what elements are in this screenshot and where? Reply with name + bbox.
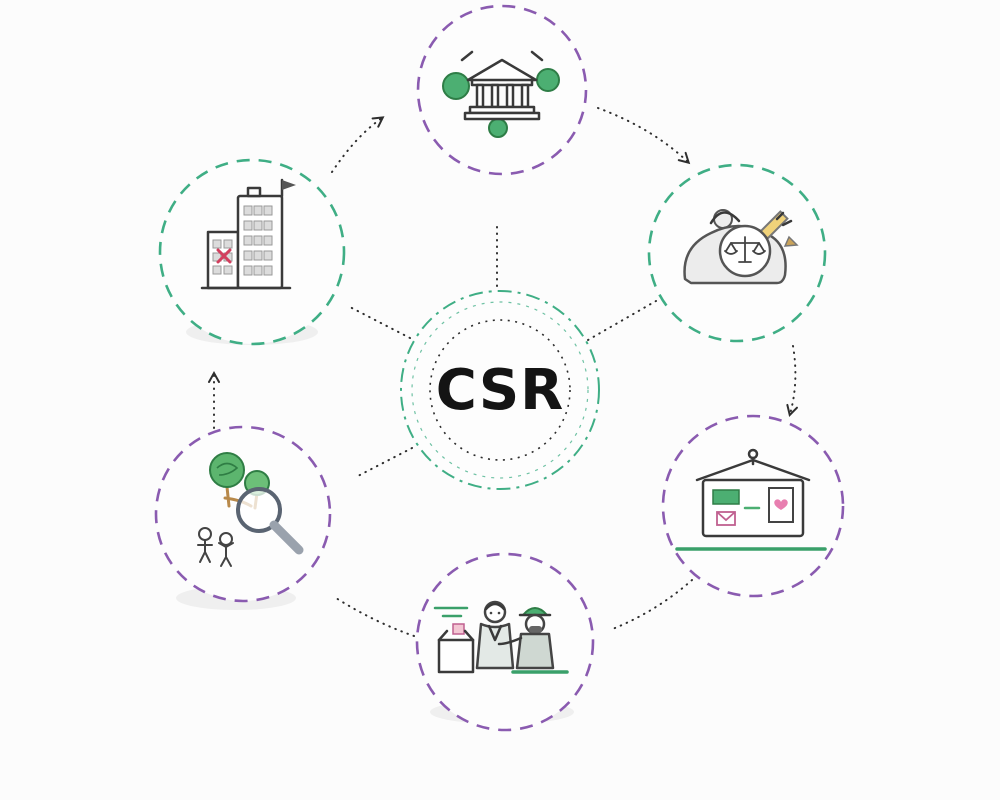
small-figures bbox=[197, 527, 234, 567]
node-top-right bbox=[647, 163, 827, 343]
node-top bbox=[416, 4, 588, 176]
scales-icon bbox=[683, 209, 799, 285]
center-label: CSR bbox=[435, 357, 565, 423]
arrow-topleft-to-top bbox=[331, 116, 385, 173]
magnifier-trees-icon bbox=[197, 452, 304, 567]
node-bottom bbox=[415, 552, 595, 732]
line-right-to-bottom bbox=[609, 579, 693, 631]
workers-icon bbox=[433, 600, 569, 674]
line-bottom-to-bottomleft bbox=[335, 597, 415, 637]
windows bbox=[212, 205, 273, 276]
balance-glyph bbox=[724, 236, 766, 263]
notice-board-icon bbox=[675, 448, 827, 551]
node-right bbox=[661, 414, 845, 598]
spoke-center-bottom-left bbox=[355, 447, 413, 478]
node-top-left bbox=[158, 158, 346, 346]
center-middle-ring bbox=[411, 301, 589, 479]
center-spokes bbox=[347, 220, 657, 478]
center-node bbox=[400, 290, 600, 490]
cycle-arrows bbox=[208, 107, 798, 637]
spoke-center-top-right bbox=[587, 300, 657, 341]
arrow-top-to-topright bbox=[597, 107, 691, 165]
bank-icon bbox=[442, 50, 560, 138]
center-inner-ring bbox=[429, 319, 571, 461]
buildings-icon bbox=[200, 178, 296, 290]
arrow-topright-to-right bbox=[786, 345, 798, 417]
node-top-ring bbox=[416, 4, 588, 176]
spoke-center-top-left bbox=[347, 305, 411, 339]
node-bottom-left bbox=[154, 425, 332, 603]
